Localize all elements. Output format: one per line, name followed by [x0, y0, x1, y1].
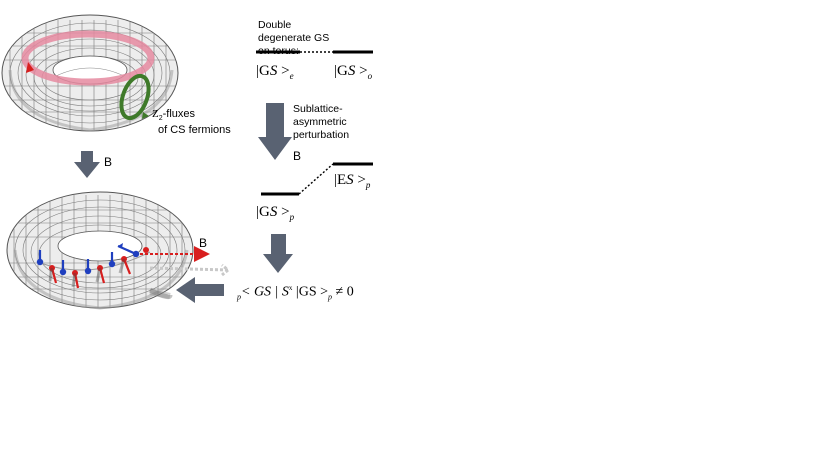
arrow-down-perturbation	[258, 103, 292, 160]
b-label-torus: B	[199, 236, 208, 250]
cs-fermions-label: of CS fermions	[158, 124, 231, 136]
pink-loop-arrowhead	[26, 62, 34, 73]
matrix-element: p< GS | Sx |GS >p ≠ 0	[237, 284, 354, 302]
label-line: degenerate GS	[258, 32, 330, 44]
ket-gs-p: |GS >p	[256, 204, 295, 222]
gray-dotted-arrow	[149, 263, 233, 277]
arrow-down-left	[74, 151, 100, 178]
arrow-left	[176, 277, 224, 303]
green-flux-loop	[119, 73, 151, 121]
ket-gs-even: |GS >e	[256, 63, 294, 81]
spin-chain	[36, 243, 151, 289]
gray-shadow-arrow	[149, 289, 171, 299]
label-line: Sublattice-	[293, 103, 343, 115]
ket-gs-odd: |GS >o	[334, 63, 373, 81]
label-line: asymmetric	[293, 116, 347, 128]
label-line: on torus:	[258, 45, 299, 57]
double-degenerate-label: Double degenerate GS on torus:	[258, 19, 329, 58]
perturbation-label: Sublattice- asymmetric perturbation	[293, 103, 349, 142]
ket-es-p: |ES >p	[334, 172, 371, 190]
torus-bottom	[6, 191, 194, 310]
arrow-down-matrix	[263, 234, 293, 273]
b-label-left: B	[104, 155, 113, 169]
energy-levels-split	[261, 162, 373, 196]
b-label-perturbation: B	[293, 149, 302, 163]
spin-dot-red	[143, 247, 149, 253]
label-line: perturbation	[293, 129, 350, 141]
label-line: Double	[258, 19, 292, 31]
pink-loop	[21, 30, 155, 86]
z2-fluxes-label: Z2-fluxes	[152, 108, 196, 123]
